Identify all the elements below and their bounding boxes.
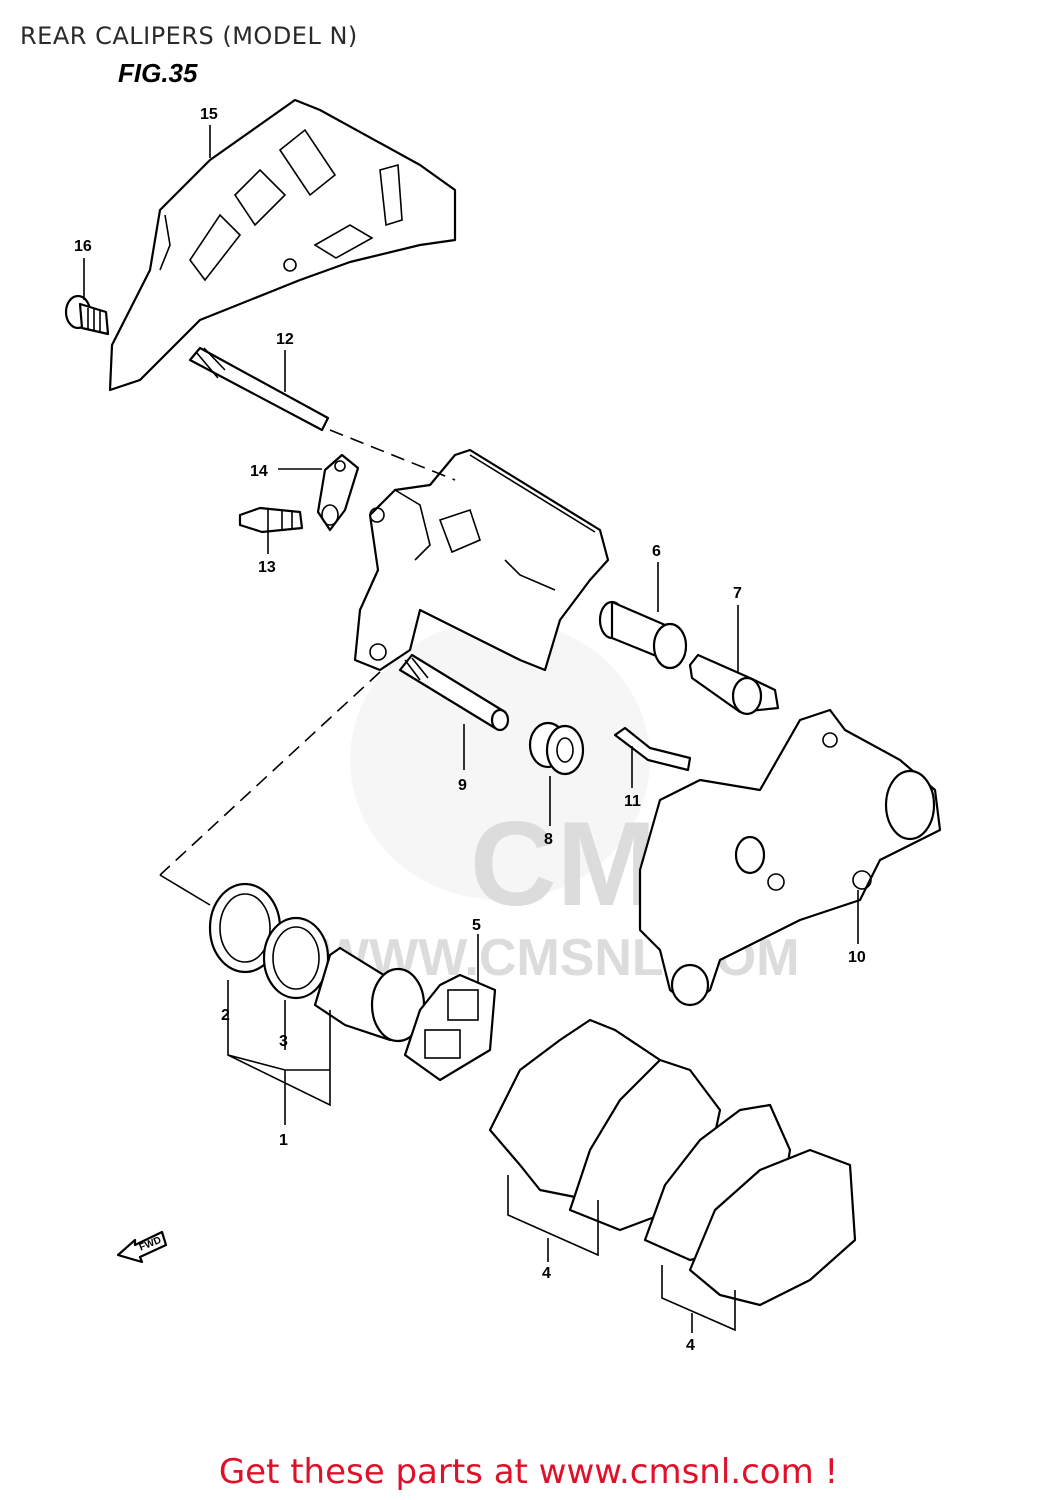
part-16-bolt <box>64 294 110 336</box>
page-title: REAR CALIPERS (MODEL N) <box>20 22 358 50</box>
callout-1: 1 <box>279 1132 288 1149</box>
alignment-lines <box>159 429 456 906</box>
part-9-slide-pin <box>398 653 510 732</box>
part-7-bolt <box>688 653 780 716</box>
callout-5: 5 <box>472 917 481 934</box>
part-12-pin <box>188 346 330 432</box>
callout-3: 3 <box>279 1033 288 1050</box>
callout-10: 10 <box>848 949 866 966</box>
callout-8: 8 <box>544 831 553 848</box>
part-4-brake-pad-b <box>643 1103 857 1307</box>
callout-9: 9 <box>458 777 467 794</box>
callout-14: 14 <box>250 463 268 480</box>
figure-label: FIG.35 <box>118 58 198 88</box>
footer-parts-link[interactable]: Get these parts at www.cmsnl.com ! <box>218 1452 839 1492</box>
caliper-body <box>353 448 610 672</box>
callout-16: 16 <box>74 238 92 255</box>
part-6-sleeve <box>598 600 688 670</box>
part-3-dust-seal <box>262 916 330 1000</box>
part-13-bleeder <box>238 506 304 534</box>
part-8-boot <box>528 721 585 776</box>
fwd-arrow-icon: FWD <box>116 1230 168 1264</box>
callout-4b: 4 <box>686 1337 695 1354</box>
callout-12: 12 <box>276 331 294 348</box>
leader-lines <box>83 125 859 1333</box>
callout-4a: 4 <box>542 1265 551 1282</box>
piston <box>313 946 426 1043</box>
callout-2: 2 <box>221 1007 230 1024</box>
callout-numbers: 15 16 12 14 13 6 7 9 8 11 10 5 2 3 1 4 4 <box>74 106 866 1354</box>
callout-11: 11 <box>624 793 641 810</box>
callout-13: 13 <box>258 559 276 576</box>
part-11-spring-clip <box>613 726 692 772</box>
part-5-shim <box>403 973 497 1082</box>
callout-6: 6 <box>652 543 661 560</box>
exploded-parts-diagram: CMS WWW.CMSNL.COM <box>64 98 942 1354</box>
callout-7: 7 <box>733 585 742 602</box>
part-10-caliper-bracket <box>638 708 942 1007</box>
callout-15: 15 <box>200 106 218 123</box>
part-15-caliper-guard <box>108 98 457 392</box>
part-14-washer <box>316 453 360 532</box>
